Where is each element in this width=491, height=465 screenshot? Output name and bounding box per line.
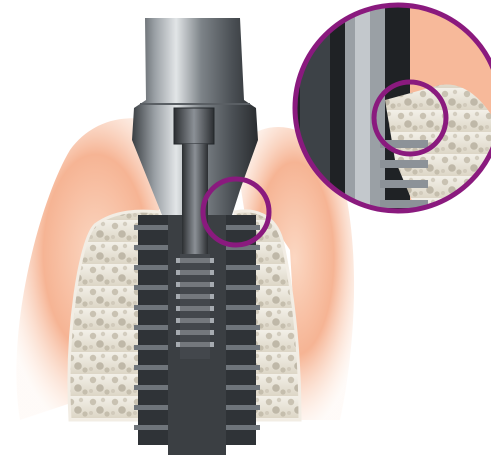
abutment-screw-head — [174, 108, 214, 144]
implant-threads-right — [222, 215, 260, 445]
implant-threads-left — [134, 215, 170, 445]
